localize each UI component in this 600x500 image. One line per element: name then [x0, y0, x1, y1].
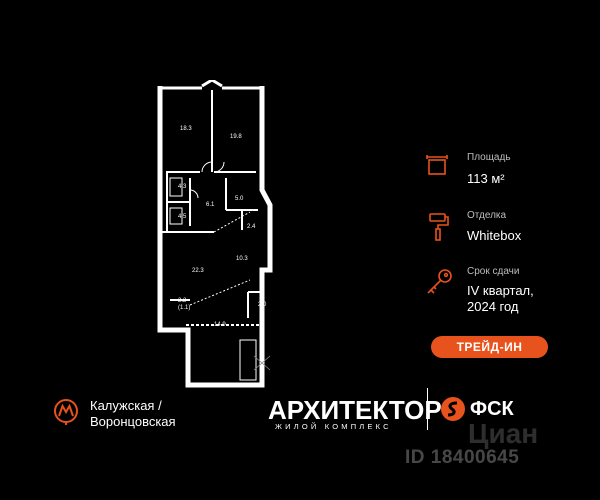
project-logo: АРХИТЕКТОР — [268, 395, 442, 425]
area-label: Площадь — [467, 152, 511, 163]
room-area-6: 4.5 — [178, 214, 187, 220]
room-area-10-sub: (1.1) — [178, 305, 190, 311]
deadline-value-line1: IV квартал, — [467, 283, 534, 298]
compass-icon — [253, 355, 271, 371]
room-area-1: 18.3 — [180, 126, 192, 132]
trade-in-button[interactable]: ТРЕЙД-ИН — [431, 336, 548, 358]
room-area-4: 6.1 — [206, 202, 215, 208]
logo-divider — [427, 388, 428, 430]
area-value: 113 м² — [467, 171, 505, 186]
developer-name: ФСК — [470, 398, 514, 420]
watermark-id: ID 18400645 — [405, 447, 520, 468]
room-area-5: 5.0 — [235, 196, 244, 202]
watermark-logo: Циан — [468, 418, 539, 449]
deadline-value-line2: 2024 год — [467, 299, 519, 314]
room-area-9: 22.3 — [192, 268, 204, 274]
finish-value: Whitebox — [467, 228, 522, 243]
room-area-10: 2.2 — [178, 298, 187, 304]
floor-plan: 18.3 19.8 4.3 6.1 5.0 4.5 2.4 10.3 22.3 … — [157, 80, 273, 388]
room-area-8: 10.3 — [236, 256, 248, 262]
fsk-logo-icon — [441, 397, 465, 421]
room-area-3: 4.3 — [178, 184, 187, 190]
deadline-label: Срок сдачи — [467, 266, 520, 277]
metro-station-line1: Калужская / — [90, 398, 162, 413]
room-area-2: 19.8 — [230, 134, 242, 140]
floor-plan-icon — [426, 155, 448, 175]
key-icon — [427, 269, 452, 294]
metro-icon — [54, 399, 78, 425]
metro-station-line2: Воронцовская — [90, 414, 176, 429]
room-area-11: 2.0 — [258, 302, 267, 308]
paint-roller-icon — [429, 213, 449, 241]
finish-label: Отделка — [467, 210, 507, 221]
project-subtitle: ЖИЛОЙ КОМПЛЕКС — [275, 422, 392, 431]
metro-station: Калужская / Воронцовская — [90, 398, 176, 430]
room-area-7: 2.4 — [247, 224, 256, 230]
room-area-12: 14.9 — [214, 322, 226, 328]
